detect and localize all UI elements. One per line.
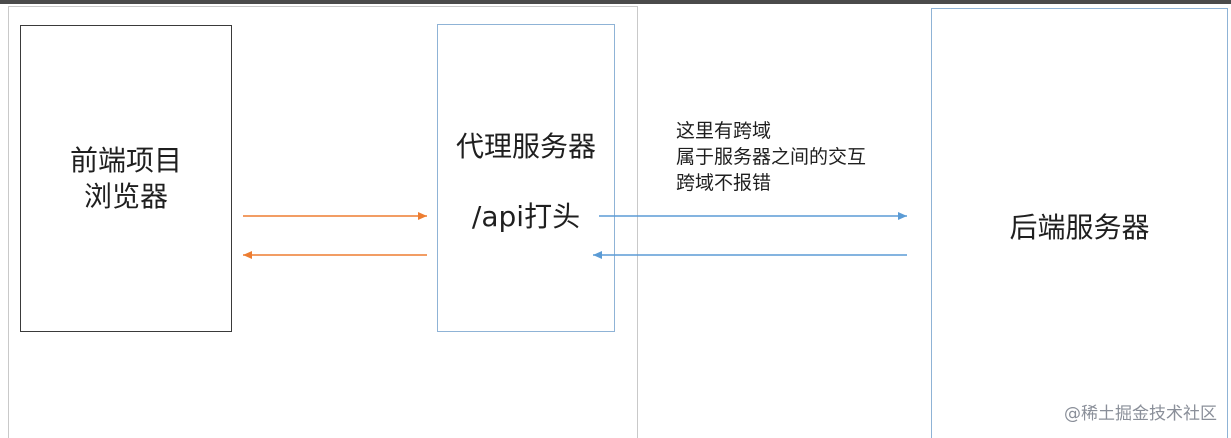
watermark-text: @稀土掘金技术社区 — [1064, 404, 1217, 424]
backend-label: 后端服务器 — [1009, 211, 1150, 244]
note-line-2: 属于服务器之间的交互 — [676, 146, 867, 168]
backend-server-box: 后端服务器 — [931, 8, 1228, 438]
note-line-3: 跨域不报错 — [676, 172, 772, 194]
proxy-subtitle: /api打头 — [471, 200, 581, 233]
frontend-browser-box: 前端项目 浏览器 — [20, 25, 232, 332]
top-strip — [0, 0, 1231, 4]
cross-origin-note: 这里有跨域 属于服务器之间的交互 跨域不报错 — [676, 118, 866, 196]
frontend-label: 前端项目 浏览器 — [69, 143, 182, 213]
proxy-title: 代理服务器 — [455, 130, 596, 163]
note-line-1: 这里有跨域 — [676, 120, 772, 142]
left-panel-frame — [8, 6, 638, 438]
proxy-server-box: 代理服务器 /api打头 — [437, 24, 615, 332]
